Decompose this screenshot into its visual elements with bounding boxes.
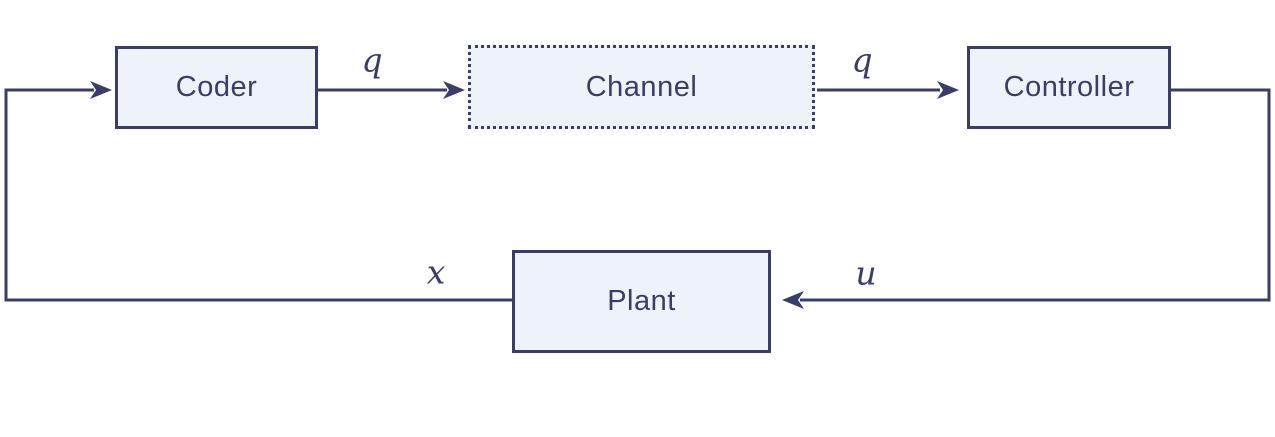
plant-node-label: Plant [607, 285, 676, 317]
channel-node: Channel [468, 45, 815, 129]
arrowhead-into-controller [937, 81, 959, 99]
arrowhead-into-coder [90, 81, 112, 99]
coder-node: Coder [115, 46, 318, 129]
connector-controller-to-plant [800, 88, 1271, 302]
controller-node: Controller [967, 46, 1171, 129]
edge-label-controller-to-plant: u [855, 253, 877, 293]
edge-label-channel-to-controller: q [851, 40, 873, 80]
channel-node-label: Channel [585, 70, 698, 103]
edge-label-coder-to-channel: q [361, 40, 383, 80]
coder-node-label: Coder [175, 71, 258, 103]
edge-label-plant-to-coder: x [426, 252, 446, 292]
plant-node: Plant [512, 250, 771, 353]
connector-plant-to-coder [4, 88, 513, 302]
controller-node-label: Controller [1003, 71, 1135, 103]
arrowhead-into-channel [443, 81, 465, 99]
arrowhead-into-plant [782, 291, 804, 309]
